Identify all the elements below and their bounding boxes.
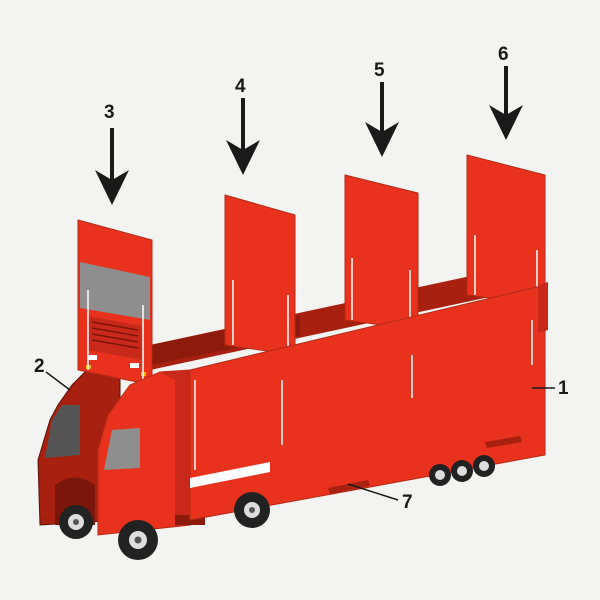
divider-panel-6 [466, 154, 546, 306]
callout-7: 7 [402, 492, 413, 513]
arrow-6 [489, 66, 523, 140]
front-cab-panel [77, 219, 153, 386]
trailer-wheels [234, 455, 495, 528]
left-cab-wheel [59, 505, 93, 539]
callout-5: 5 [374, 60, 385, 81]
callout-3: 3 [104, 102, 115, 123]
callout-2: 2 [34, 356, 45, 377]
leader-line-2 [45, 371, 71, 391]
right-cab [97, 369, 205, 536]
callout-6: 6 [498, 44, 509, 65]
arrow-5 [365, 82, 399, 157]
trailer-side-panel [189, 282, 548, 521]
callout-1: 1 [558, 378, 569, 399]
right-cab-wheel [118, 520, 158, 560]
callout-4: 4 [235, 76, 246, 97]
leader-line-7 [347, 483, 399, 501]
divider-panel-4 [224, 194, 296, 356]
arrow-4 [226, 98, 260, 175]
arrow-3 [95, 128, 129, 205]
divider-panel-5 [344, 174, 419, 331]
